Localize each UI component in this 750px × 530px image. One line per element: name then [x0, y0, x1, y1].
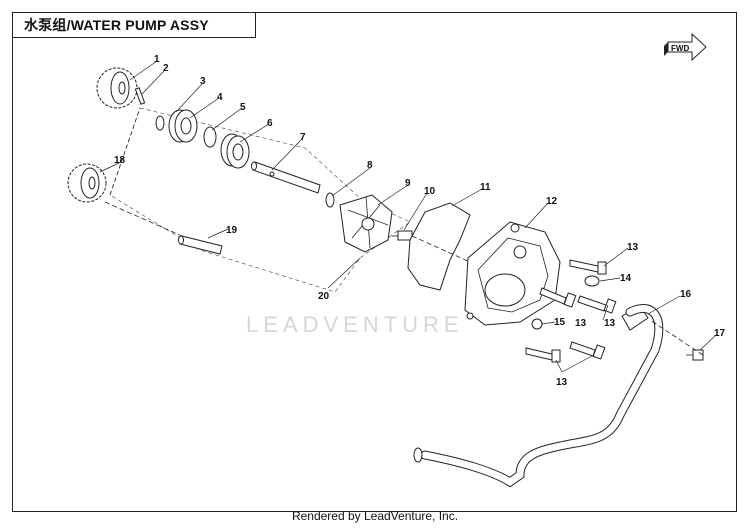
callout-4: 4 — [217, 92, 223, 103]
fwd-label: FWD — [671, 44, 689, 53]
bolt-part — [577, 295, 617, 314]
washer-part — [325, 192, 335, 208]
diagram-frame — [12, 12, 737, 512]
callout-17: 17 — [714, 328, 726, 339]
oil-seal-part — [203, 126, 217, 148]
diagram-title: 水泵组/WATER PUMP ASSY — [12, 12, 256, 38]
callout-3: 3 — [200, 76, 206, 87]
callout-leaders — [99, 60, 716, 373]
impeller-part — [339, 194, 393, 253]
washer-part — [531, 318, 543, 330]
bolt-part — [539, 287, 577, 308]
fwd-arrow-icon: FWD — [664, 32, 707, 62]
callout-13c: 13 — [575, 318, 587, 329]
bolt-part — [525, 347, 561, 363]
callout-1: 1 — [154, 54, 160, 65]
driven-gear-part — [67, 163, 107, 203]
callout-16: 16 — [680, 289, 692, 300]
washer-part — [155, 115, 165, 131]
gasket-part — [407, 202, 471, 291]
footer-credit: Rendered by LeadVenture, Inc. — [291, 509, 459, 523]
callout-12: 12 — [546, 196, 558, 207]
pump-shaft-part — [251, 161, 321, 194]
bolt-part — [569, 341, 606, 360]
callout-13a: 13 — [627, 242, 639, 253]
mechanical-seal-part — [220, 133, 250, 169]
drive-gear-part — [96, 67, 138, 109]
pump-housing-part — [464, 221, 561, 326]
callout-15: 15 — [554, 317, 566, 328]
callout-5: 5 — [240, 102, 246, 113]
dowel-pin-part — [178, 235, 223, 255]
watermark: LEADVENTURE — [246, 312, 464, 337]
callout-14: 14 — [620, 273, 632, 284]
callout-18: 18 — [114, 155, 126, 166]
callout-13d: 13 — [556, 377, 568, 388]
callout-10: 10 — [424, 186, 436, 197]
o-ring-part — [584, 275, 600, 287]
bearing-part — [168, 109, 198, 143]
callout-19: 19 — [226, 225, 238, 236]
bolt-part — [686, 349, 704, 361]
callout-13b: 13 — [604, 318, 616, 329]
callout-8: 8 — [367, 160, 373, 171]
pin-part — [134, 87, 146, 105]
water-pipe-part — [413, 304, 664, 488]
callout-11: 11 — [480, 182, 491, 193]
callout-7: 7 — [300, 132, 306, 143]
bolt-part — [569, 259, 607, 275]
impeller-nut-part — [392, 230, 413, 241]
callout-2: 2 — [163, 63, 169, 74]
callout-9: 9 — [405, 178, 411, 189]
callout-20: 20 — [318, 291, 330, 302]
callout-6: 6 — [267, 118, 273, 129]
